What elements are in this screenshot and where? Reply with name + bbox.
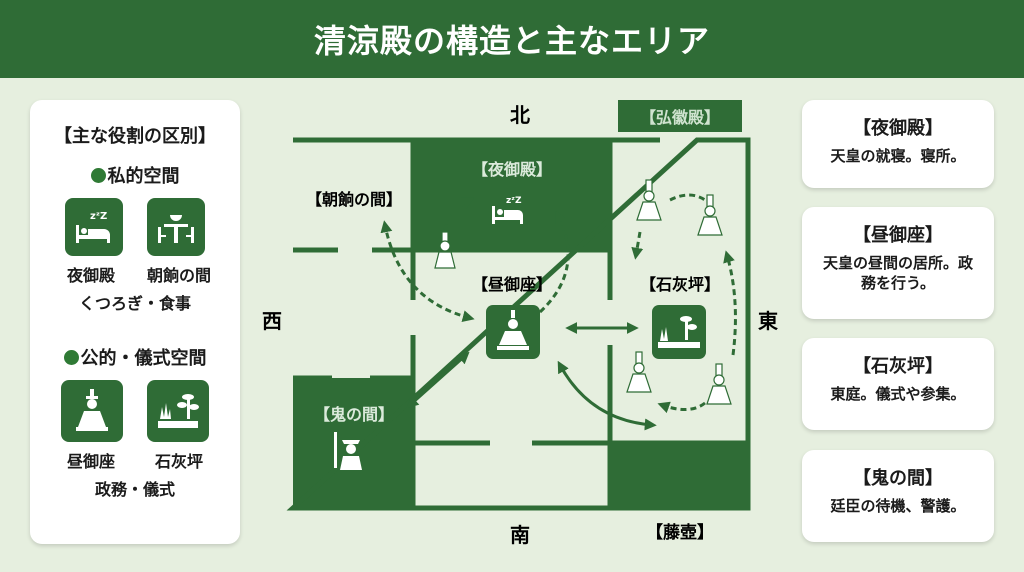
page-title: 清涼殿の構造と主なエリア [313, 22, 710, 60]
hiru-label: 【昼御座】 [472, 275, 552, 294]
public-label-text: 公的・儀式空間 [80, 348, 207, 369]
icon-label: 昼御座 [66, 452, 115, 471]
bullet-icon [90, 168, 106, 183]
emperor-icon [486, 305, 540, 359]
bullet-icon [63, 350, 79, 365]
svg-text:zᶻZ: zᶻZ [506, 196, 522, 206]
card-text: 廷臣の待機、警護。 [830, 497, 966, 515]
oni-label: 【鬼の間】 [314, 405, 394, 424]
emperor-seated-icon [61, 380, 123, 442]
garden-icon [147, 380, 209, 442]
card-title: 【昼御座】 [853, 225, 943, 246]
public-space-label: 公的・儀式空間 [30, 344, 240, 370]
east-label: 東 [758, 309, 778, 333]
svg-text:zᶻZ: zᶻZ [90, 211, 107, 222]
info-card-ishibai: 【石灰坪】東庭。儀式や参集。 [802, 338, 994, 430]
flow-arrows [380, 193, 737, 431]
bed-icon: zᶻZ [65, 198, 123, 256]
icon-label: 石灰坪 [154, 452, 203, 471]
card-text: 東庭。儀式や参集。 [830, 385, 966, 403]
asagarei-label: 【朝餉の間】 [306, 190, 402, 209]
card-title: 【石灰坪】 [853, 356, 943, 377]
ishibai-label: 【石灰坪】 [640, 275, 720, 294]
north-label: 北 [510, 103, 530, 127]
bed-icon: zᶻZ [492, 196, 523, 224]
card-title: 【夜御殿】 [853, 118, 943, 139]
info-card-oni: 【鬼の間】廷臣の待機、警護。 [802, 450, 994, 542]
private-label-text: 私的空間 [107, 166, 180, 187]
fujitsubo-label: 【藤壺】 [646, 522, 714, 543]
info-card-yoru: 【夜御殿】天皇の就寝。寝所。 [802, 100, 994, 188]
card-text: 天皇の就寝。寝所。 [830, 147, 966, 165]
dining-table-icon [147, 198, 205, 256]
kokiden-label-box [618, 100, 742, 132]
walls [286, 137, 751, 511]
legend-heading: 【主な役割の区別】 [54, 126, 216, 147]
info-card-hiru: 【昼御座】天皇の昼間の居所。政務を行う。 [802, 207, 994, 319]
icon-label: 夜御殿 [66, 266, 115, 285]
south-label: 南 [510, 523, 530, 547]
icon-label: 朝餉の間 [146, 266, 211, 285]
west-label: 西 [262, 309, 282, 333]
card-text: 天皇の昼間の居所。政務を行う。 [822, 254, 973, 293]
guard-icon [334, 432, 362, 470]
yoru-label: 【夜御殿】 [472, 160, 552, 179]
private-desc: くつろぎ・食事 [78, 294, 191, 313]
fujitsubo-area [610, 443, 748, 508]
card-title: 【鬼の間】 [853, 468, 943, 489]
garden-icon [652, 305, 706, 359]
public-desc: 政務・儀式 [94, 480, 175, 499]
private-space-label: 私的空間 [30, 162, 240, 188]
title-banner: 清涼殿の構造と主なエリア [0, 0, 1024, 78]
role-legend-panel: 【主な役割の区別】 私的空間 zᶻZ 夜御殿 朝餉の間 くつろぎ・食事 公的・儀式… [30, 100, 240, 544]
kokiden-label: 【弘徽殿】 [640, 108, 720, 127]
